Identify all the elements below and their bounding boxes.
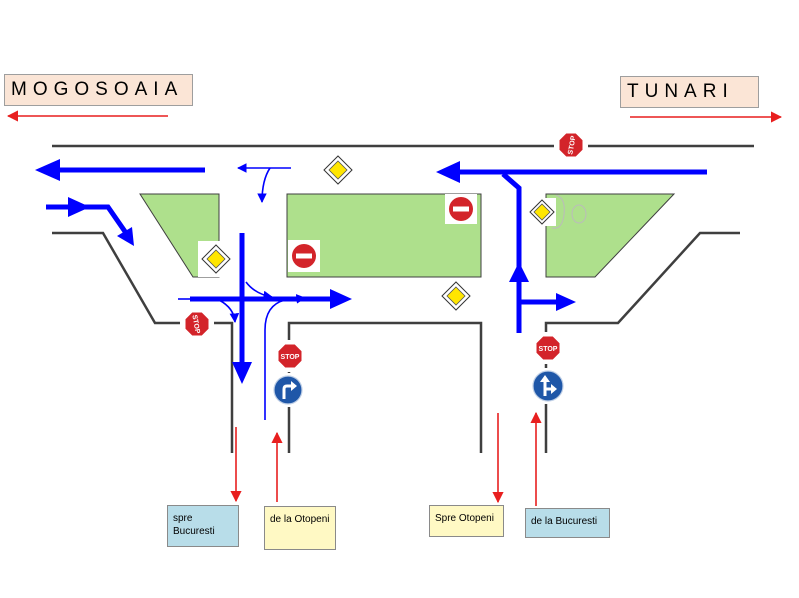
- place-label-tunari: TUNARI: [620, 76, 759, 108]
- stop-sign-text: STOP: [539, 346, 558, 353]
- label-spre-bucuresti: spre Bucuresti: [167, 505, 239, 547]
- flow-east-right-head: [556, 293, 576, 311]
- place-label-mogosoaia: MOGOSOAIA: [4, 74, 193, 106]
- flow-east-entry-mid-head: [68, 197, 90, 217]
- road-edge-right-lower: [544, 231, 740, 453]
- priority-road-signs: [198, 152, 587, 314]
- thin-from-south: [264, 294, 306, 420]
- thin-turn-down: [257, 167, 271, 203]
- stop-sign-text: STOP: [281, 354, 300, 361]
- direction-arrows: [6, 110, 783, 506]
- mandatory-direction-signs: [271, 368, 566, 407]
- priority-road-sign: [438, 278, 474, 314]
- priority-road-sign: [320, 152, 356, 188]
- stop-sign-text: STOP: [190, 314, 200, 334]
- no-entry-signs: [288, 194, 477, 272]
- thin-flows: [178, 163, 306, 420]
- stop-sign: STOP: [274, 340, 306, 372]
- stop-sign: STOP: [180, 308, 214, 340]
- sign-remnant-icon: [551, 194, 587, 229]
- flow-north-up-head: [509, 262, 529, 282]
- priority-road-sign: [198, 241, 234, 277]
- flow-east-entry-head: [117, 227, 134, 246]
- flow-east-entry: [46, 204, 129, 235]
- flow-south-head: [232, 362, 252, 384]
- straight-or-right-sign: [530, 368, 566, 404]
- thin-curve-right: [245, 281, 273, 301]
- stop-signs: STOP STOP STOP STOP: [180, 125, 588, 372]
- island-right: [545, 193, 676, 278]
- flow-east-middle-head: [330, 289, 352, 309]
- priority-road-sign: [528, 198, 556, 226]
- traffic-flows: [35, 159, 707, 384]
- turn-right-sign: [271, 373, 305, 407]
- thin-curve-down: [218, 299, 240, 323]
- road-edges: [52, 144, 754, 453]
- no-entry-sign: [288, 240, 320, 272]
- stop-sign: STOP: [532, 332, 564, 364]
- flow-west-top-head: [35, 159, 60, 181]
- label-de-la-otopeni: de la Otopeni: [264, 506, 336, 550]
- road-edge-center-south: [287, 321, 483, 453]
- no-entry-sign: [445, 194, 477, 224]
- label-de-la-bucuresti: de la Bucuresti: [525, 508, 610, 538]
- stop-sign-text: STOP: [567, 135, 577, 155]
- flow-west-right-head: [436, 161, 460, 183]
- road-edge-left-lower: [52, 231, 234, 453]
- label-spre-otopeni: Spre Otopeni: [429, 505, 504, 537]
- stop-sign: STOP: [554, 125, 588, 165]
